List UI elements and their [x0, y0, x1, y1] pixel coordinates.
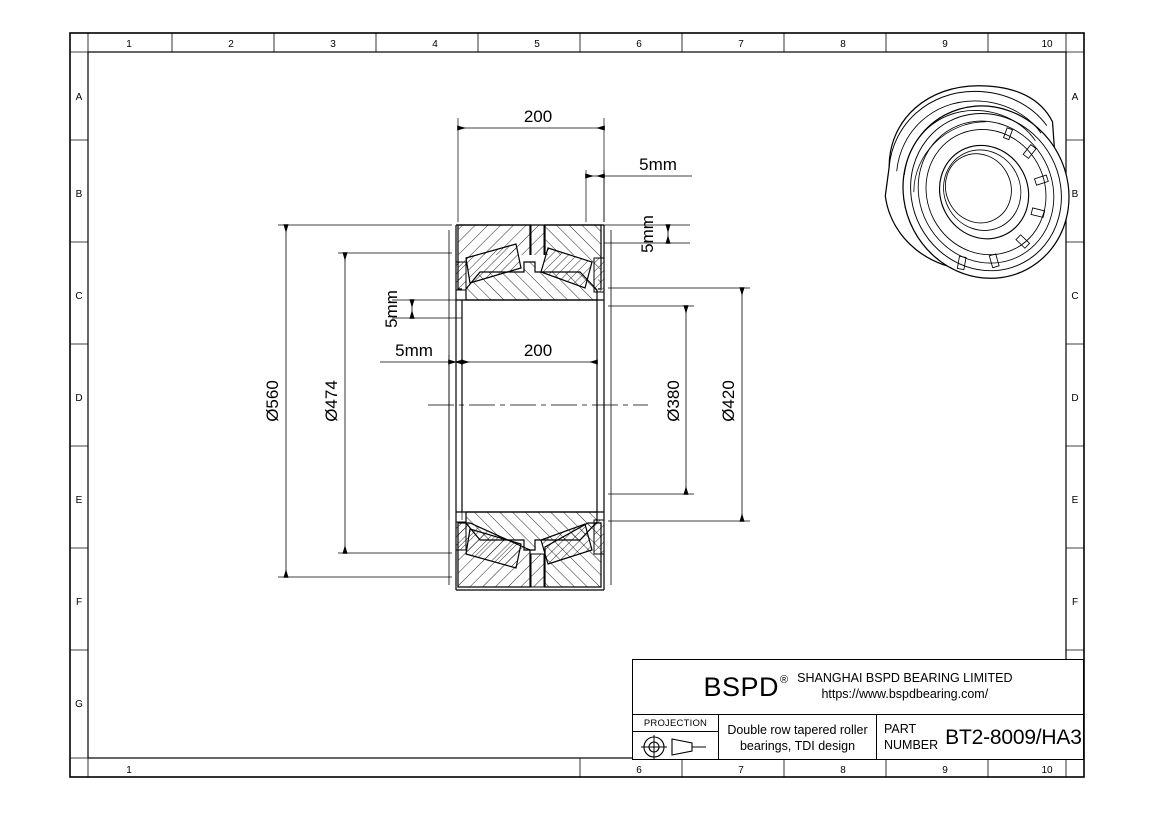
dim-label-5mm-left-horizontal: 5mm [395, 341, 433, 360]
registered-trademark-icon: ® [780, 673, 789, 686]
grid-col-bottom-8: 8 [840, 765, 846, 776]
company-info: SHANGHAI BSPD BEARING LIMITED https://ww… [797, 671, 1012, 702]
grid-row-a: A [76, 92, 83, 103]
part-description: Double row tapered roller bearings, TDI … [719, 715, 877, 759]
dim-label-5mm-right-vertical: 5mm [638, 215, 657, 253]
grid-row-f-right: F [1072, 597, 1078, 608]
dim-cone-diameter: Ø420 [608, 287, 750, 522]
grid-left: A B C D E F G [70, 33, 89, 777]
grid-col-2: 2 [228, 39, 234, 50]
spacer-top [530, 224, 545, 259]
title-block: BSPD ® SHANGHAI BSPD BEARING LIMITED htt… [632, 659, 1084, 760]
grid-row-a-right: A [1072, 92, 1079, 103]
projection-cell: PROJECTION [633, 715, 719, 759]
dim-label-cone-diameter: Ø420 [719, 380, 738, 422]
dim-5mm-right-vertical: 5mm [604, 215, 690, 253]
grid-row-b-right: B [1072, 189, 1079, 200]
grid-row-b: B [76, 189, 83, 200]
grid-col-4: 4 [432, 39, 438, 50]
part-number-cell: PART NUMBER BT2-8009/HA3 [877, 715, 1083, 759]
grid-col-bottom-1: 1 [126, 765, 132, 776]
grid-col-bottom-7: 7 [738, 765, 744, 776]
logo-text: BSPD [703, 671, 780, 702]
dim-label-200-top: 200 [524, 107, 552, 126]
grid-row-d: D [75, 393, 82, 404]
title-block-lower-row: PROJECTION Double row tapered roller bea… [633, 715, 1083, 759]
grid-row-c: C [75, 291, 82, 302]
dim-bore-diameter: Ø380 [608, 305, 694, 495]
grid-col-3: 3 [330, 39, 336, 50]
grid-row-g: G [75, 699, 83, 710]
grid-right: A B C D E F G [1065, 33, 1084, 777]
cage-bottom-left [455, 521, 467, 551]
dim-label-5mm-left-vertical: 5mm [382, 290, 401, 328]
grid-col-9: 9 [942, 39, 948, 50]
projection-label: PROJECTION [633, 715, 718, 732]
dim-5mm-left-vertical: 5mm [382, 290, 462, 328]
grid-col-bottom-6: 6 [636, 765, 642, 776]
dim-label-outer-diameter: Ø560 [263, 380, 282, 422]
grid-col-5: 5 [534, 39, 540, 50]
dim-label-5mm-top-right: 5mm [639, 155, 677, 174]
dim-overall-width: 200 [457, 107, 605, 222]
first-angle-projection-icon [633, 732, 718, 759]
grid-row-d-right: D [1071, 393, 1078, 404]
dim-5mm-left-horizontal: 5mm [380, 341, 463, 520]
dim-outer-diameter: Ø560 [263, 224, 452, 578]
title-block-company-row: BSPD ® SHANGHAI BSPD BEARING LIMITED htt… [633, 660, 1083, 715]
cross-section-view [428, 224, 648, 591]
dim-label-cup-diameter: Ø474 [322, 380, 341, 422]
spacer-bottom [530, 553, 545, 588]
grid-col-bottom-10: 10 [1041, 765, 1053, 776]
grid-bottom: 1 6 7 8 9 10 [70, 757, 1084, 777]
part-number-label: PART NUMBER [884, 722, 939, 752]
roller-top-right [540, 247, 593, 289]
dim-5mm-top-right: 5mm [585, 155, 692, 222]
dim-label-bore-diameter: Ø380 [664, 380, 683, 422]
isometric-bearing-view [884, 85, 1070, 279]
grid-row-e-right: E [1072, 495, 1079, 506]
grid-col-6: 6 [636, 39, 642, 50]
part-number-value: BT2-8009/HA3 [945, 726, 1082, 749]
cage-top-right [593, 257, 605, 293]
grid-top: 1 2 3 4 5 6 7 8 9 10 [70, 33, 1084, 53]
company-name: SHANGHAI BSPD BEARING LIMITED [797, 671, 1013, 686]
dim-label-200-inner: 200 [524, 341, 552, 360]
company-url: https://www.bspdbearing.com/ [821, 687, 989, 701]
grid-col-bottom-9: 9 [942, 765, 948, 776]
dim-cup-diameter: Ø474 [322, 252, 452, 554]
roller-top-left [465, 243, 522, 284]
grid-col-8: 8 [840, 39, 846, 50]
grid-col-7: 7 [738, 39, 744, 50]
cage-top-left [455, 261, 467, 291]
grid-col-10: 10 [1041, 39, 1053, 50]
grid-col-1: 1 [126, 39, 132, 50]
grid-row-e: E [76, 495, 83, 506]
company-logo: BSPD ® [703, 671, 789, 702]
cage-bottom-right [593, 519, 605, 555]
grid-row-f: F [76, 597, 82, 608]
grid-row-c-right: C [1071, 291, 1078, 302]
dim-inner-width: 200 [461, 310, 598, 368]
